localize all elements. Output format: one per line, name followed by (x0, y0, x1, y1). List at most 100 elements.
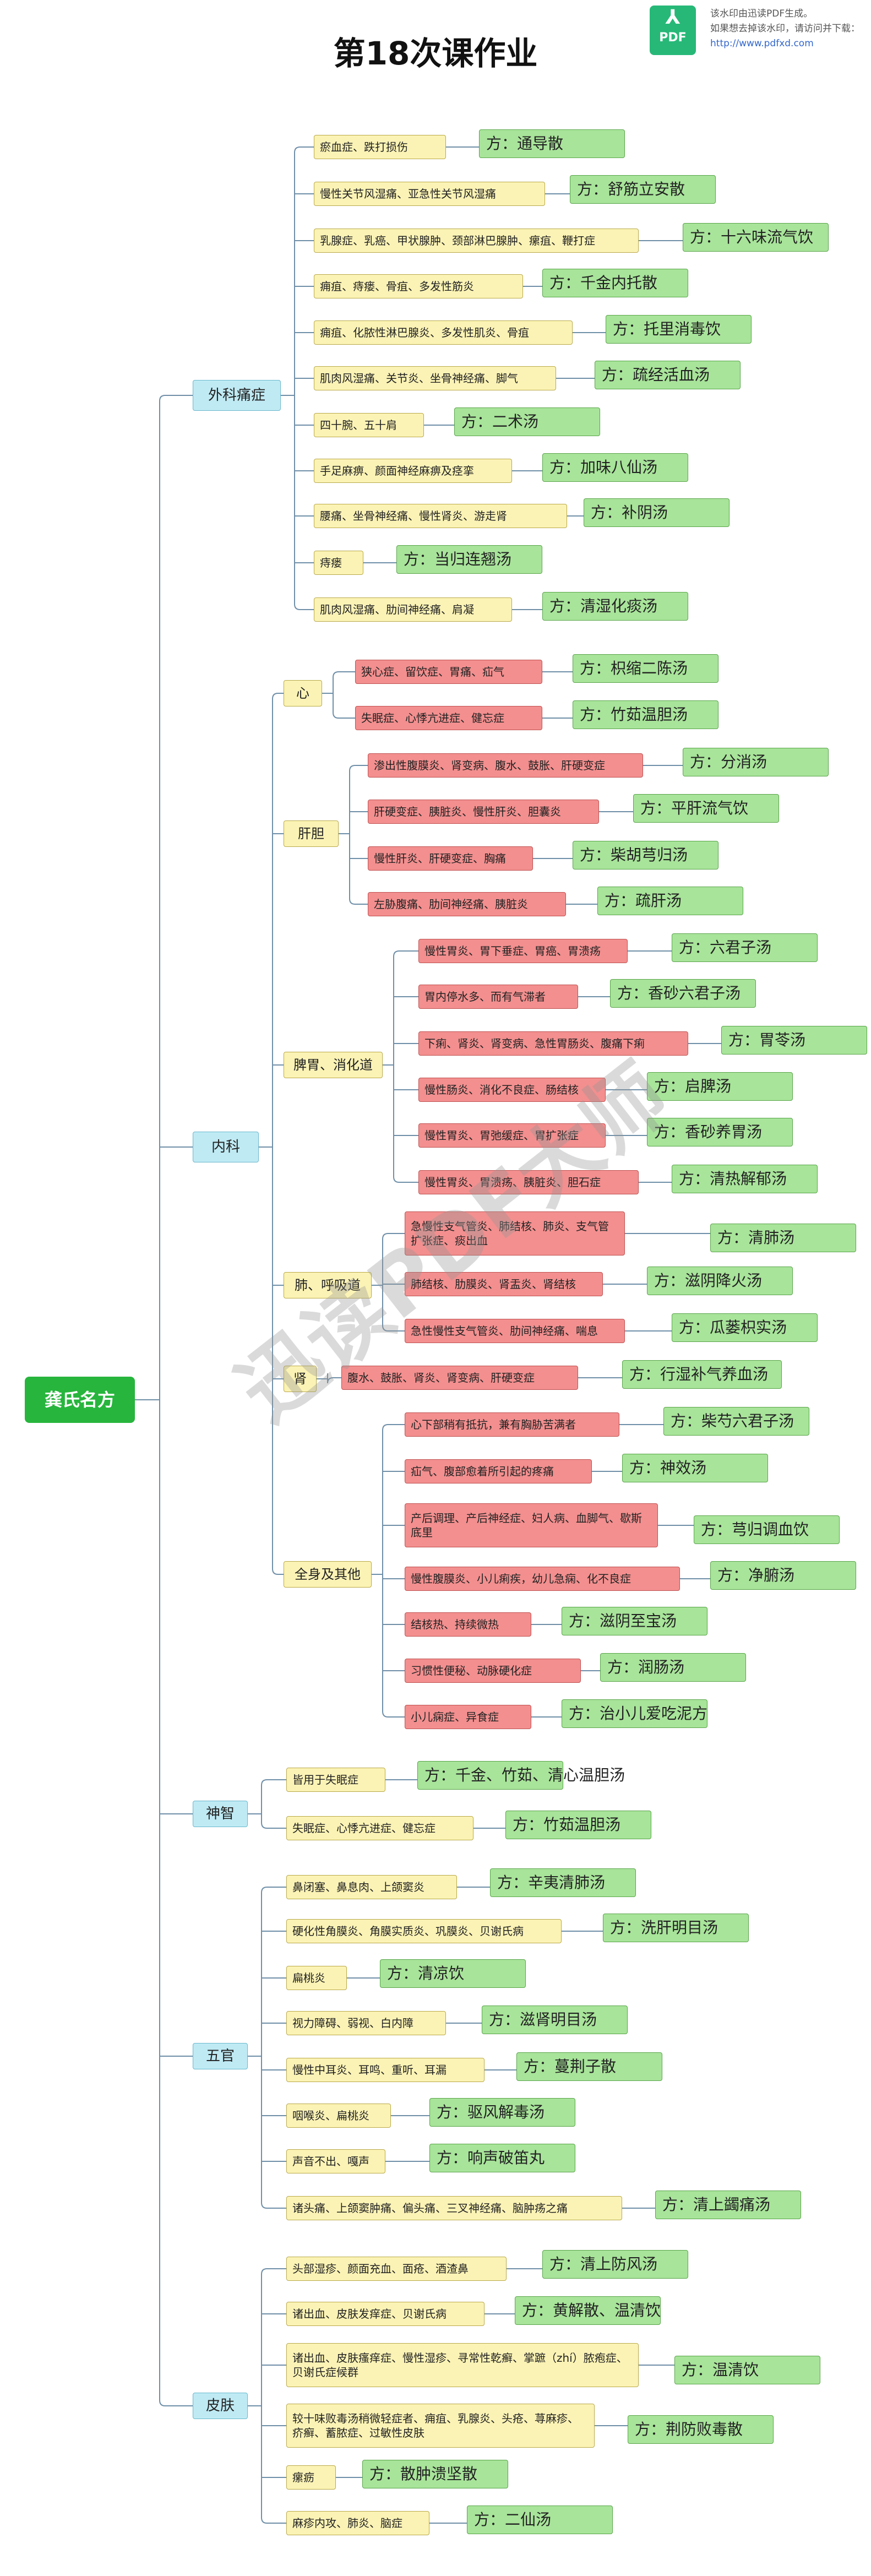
formula-box[interactable]: 方：平肝流气饮 (633, 794, 779, 823)
formula-box[interactable]: 方：舒筋立安散 (570, 175, 716, 204)
formula-box[interactable]: 方：散肿溃坚散 (362, 2460, 508, 2488)
formula-box[interactable]: 方：香砂养胃汤 (647, 1118, 793, 1146)
condition-item[interactable]: 慢性关节风湿痛、亚急性关节风湿痛 (314, 182, 545, 206)
subcategory-gandan[interactable]: 肝胆 (284, 820, 339, 847)
formula-box[interactable]: 方：黄解散、温清饮 (515, 2296, 661, 2325)
condition-item[interactable]: 声音不出、嘎声 (286, 2149, 385, 2173)
subcategory-quanshen[interactable]: 全身及其他 (284, 1561, 372, 1588)
formula-box[interactable]: 方：香砂六君子汤 (610, 979, 756, 1008)
condition-item[interactable]: 咽喉炎、扁桃炎 (286, 2104, 391, 2128)
formula-box[interactable]: 方：响声破笛丸 (429, 2144, 575, 2172)
condition-item[interactable]: 慢性腹膜炎、小儿痢疾，幼儿急痫、化不良症 (405, 1567, 680, 1591)
formula-box[interactable]: 方：治小儿爱吃泥方 (562, 1699, 707, 1728)
formula-box[interactable]: 方：清热解郁汤 (672, 1165, 818, 1193)
formula-box[interactable]: 方：净腑汤 (710, 1561, 856, 1590)
condition-item[interactable]: 视力障碍、弱视、白内障 (286, 2011, 446, 2035)
category-wuguan[interactable]: 五官 (193, 2043, 248, 2069)
formula-box[interactable]: 方：柴胡芎归汤 (573, 841, 718, 869)
condition-item[interactable]: 诸头痛、上颌窦肿痛、偏头痛、三叉神经痛、脑肿疡之痛 (286, 2196, 622, 2220)
condition-item[interactable]: 皆用于失眠症 (286, 1768, 385, 1792)
condition-item[interactable]: 痈疽、痔瘘、骨疽、多发性筋炎 (314, 274, 523, 298)
formula-box[interactable]: 方：清上防风汤 (542, 2250, 688, 2279)
condition-item[interactable]: 四十腕、五十肩 (314, 413, 424, 437)
condition-item[interactable]: 手足麻痹、颜面神经麻痹及痉挛 (314, 459, 512, 483)
root-node[interactable]: 龚氏名方 (25, 1377, 135, 1423)
condition-item[interactable]: 痈疽、化脓性淋巴腺炎、多发性肌炎、骨疽 (314, 320, 573, 345)
condition-item[interactable]: 肝硬变症、胰脏炎、慢性肝炎、胆囊炎 (368, 800, 599, 824)
formula-box[interactable]: 方：枳缩二陈汤 (573, 654, 718, 683)
formula-box[interactable]: 方：滋阴降火汤 (647, 1267, 793, 1295)
formula-box[interactable]: 方：通导散 (479, 129, 625, 158)
formula-box[interactable]: 方：瓜蒌枳实汤 (672, 1313, 818, 1342)
category-shenzhi[interactable]: 神智 (193, 1801, 248, 1827)
condition-item[interactable]: 乳腺症、乳癌、甲状腺肿、颈部淋巴腺肿、瘰疽、鞭打症 (314, 229, 639, 253)
condition-item[interactable]: 狭心症、留饮症、胃痛、疝气 (355, 660, 542, 684)
formula-box[interactable]: 方：神效汤 (622, 1454, 768, 1482)
condition-item[interactable]: 扁桃炎 (286, 1966, 347, 1990)
condition-item[interactable]: 麻疹内攻、肺炎、脑症 (286, 2511, 429, 2535)
condition-item[interactable]: 较十味败毒汤稍微轻症者、痈疽、乳腺炎、头疮、荨麻疹、疥癣、蓄脓症、过敏性皮肤 (286, 2404, 595, 2448)
formula-box[interactable]: 方：柴芍六君子汤 (663, 1407, 809, 1436)
condition-item[interactable]: 慢性胃炎、胃溃疡、胰脏炎、胆石症 (418, 1170, 639, 1194)
subcategory-piwei[interactable]: 脾胃、消化道 (284, 1052, 383, 1078)
condition-item[interactable]: 头部湿疹、颜面充血、面疮、酒渣鼻 (286, 2257, 507, 2281)
category-waike[interactable]: 外科痛症 (193, 380, 281, 411)
formula-box[interactable]: 方：清凉饮 (380, 1959, 526, 1988)
formula-box[interactable]: 方：二术汤 (454, 407, 600, 436)
formula-box[interactable]: 方：十六味流气饮 (683, 223, 829, 252)
formula-box[interactable]: 方：清上蠲痛汤 (655, 2191, 801, 2219)
condition-item[interactable]: 失眠症、心悸亢进症、健忘症 (355, 706, 542, 730)
category-neike[interactable]: 内科 (193, 1132, 259, 1162)
formula-box[interactable]: 方：清湿化痰汤 (542, 592, 688, 621)
condition-item[interactable]: 疝气、腹部愈着所引起的疼痛 (405, 1459, 592, 1483)
formula-box[interactable]: 方：滋阴至宝汤 (562, 1607, 707, 1635)
condition-item[interactable]: 腹水、鼓胀、肾炎、肾变病、肝硬变症 (341, 1366, 578, 1390)
condition-item[interactable]: 左胁腹痛、肋间神经痛、胰脏炎 (368, 892, 566, 916)
condition-item[interactable]: 慢性肝炎、肝硬变症、胸痛 (368, 846, 533, 871)
formula-box[interactable]: 方：滋肾明目汤 (482, 2006, 628, 2034)
formula-box[interactable]: 方：芎归调血饮 (694, 1515, 840, 1544)
formula-box[interactable]: 方：托里消毒饮 (606, 315, 752, 344)
formula-box[interactable]: 方：荆防败毒散 (628, 2415, 774, 2444)
condition-item[interactable]: 硬化性角膜炎、角膜实质炎、巩膜炎、贝谢氏病 (286, 1919, 562, 1943)
condition-item[interactable]: 腰痛、坐骨神经痛、慢性肾炎、游走肾 (314, 504, 567, 528)
formula-box[interactable]: 方：加味八仙汤 (542, 453, 688, 482)
condition-item[interactable]: 肺结核、肋膜炎、肾盂炎、肾结核 (405, 1272, 603, 1296)
condition-item[interactable]: 慢性中耳炎、耳鸣、重听、耳漏 (286, 2058, 485, 2082)
condition-item[interactable]: 诸出血、皮肤瘙痒症、慢性湿疹、寻常性乾癣、掌蹠（zhí）脓疱症、贝谢氏症候群 (286, 2343, 639, 2387)
condition-item[interactable]: 心下部稍有抵抗，兼有胸胁苦满者 (405, 1412, 619, 1437)
formula-box[interactable]: 方：当归连翘汤 (396, 545, 542, 574)
condition-item[interactable]: 产后调理、产后神经症、妇人病、血脚气、歇斯底里 (405, 1503, 658, 1547)
condition-item[interactable]: 下痢、肾炎、肾变病、急性胃肠炎、腹痛下痢 (418, 1031, 688, 1056)
formula-box[interactable]: 方：辛夷清肺汤 (490, 1868, 636, 1897)
formula-box[interactable]: 方：补阴汤 (584, 498, 730, 527)
formula-box[interactable]: 方：二仙汤 (467, 2506, 613, 2534)
condition-item[interactable]: 习惯性便秘、动脉硬化症 (405, 1659, 581, 1683)
condition-item[interactable]: 瘰疬 (286, 2465, 336, 2490)
subcategory-shen[interactable]: 肾 (284, 1366, 317, 1392)
formula-box[interactable]: 方：六君子汤 (672, 933, 818, 962)
condition-item[interactable]: 胃内停水多、而有气滞者 (418, 985, 578, 1009)
formula-box[interactable]: 方：竹茹温胆汤 (573, 700, 718, 729)
formula-box[interactable]: 方：行湿补气养血汤 (622, 1360, 782, 1389)
condition-item[interactable]: 急慢性支气管炎、肺结核、肺炎、支气管扩张症、痰出血 (405, 1211, 625, 1256)
formula-box[interactable]: 方：分消汤 (683, 748, 829, 776)
condition-item[interactable]: 慢性肠炎、消化不良症、肠结核 (418, 1078, 606, 1102)
condition-item[interactable]: 肌肉风湿痛、肋间神经痛、肩凝 (314, 597, 512, 622)
formula-box[interactable]: 方：洗肝明目汤 (603, 1914, 749, 1942)
formula-box[interactable]: 方：疏经活血汤 (595, 361, 741, 389)
formula-box[interactable]: 方：驱风解毒汤 (429, 2098, 575, 2127)
condition-item[interactable]: 鼻闭塞、鼻息肉、上颌窦炎 (286, 1875, 457, 1899)
condition-item[interactable]: 慢性胃炎、胃弛缓症、胃扩张症 (418, 1123, 606, 1148)
condition-item[interactable]: 失眠症、心悸亢进症、健忘症 (286, 1816, 473, 1840)
condition-item[interactable]: 渗出性腹膜炎、肾变病、腹水、鼓胀、肝硬变症 (368, 753, 643, 778)
formula-box[interactable]: 方：疏肝汤 (597, 887, 743, 915)
formula-box[interactable]: 方：温清饮 (674, 2356, 820, 2384)
condition-item[interactable]: 瘀血症、跌打损伤 (314, 135, 446, 159)
formula-box[interactable]: 方：润肠汤 (600, 1653, 746, 1682)
condition-item[interactable]: 结核热、持续微热 (405, 1612, 531, 1637)
formula-box[interactable]: 方：竹茹温胆汤 (505, 1811, 651, 1839)
subcategory-fei[interactable]: 肺、呼吸道 (284, 1272, 372, 1298)
condition-item[interactable]: 小儿痫症、异食症 (405, 1705, 531, 1729)
formula-box[interactable]: 方：清肺汤 (710, 1224, 856, 1252)
